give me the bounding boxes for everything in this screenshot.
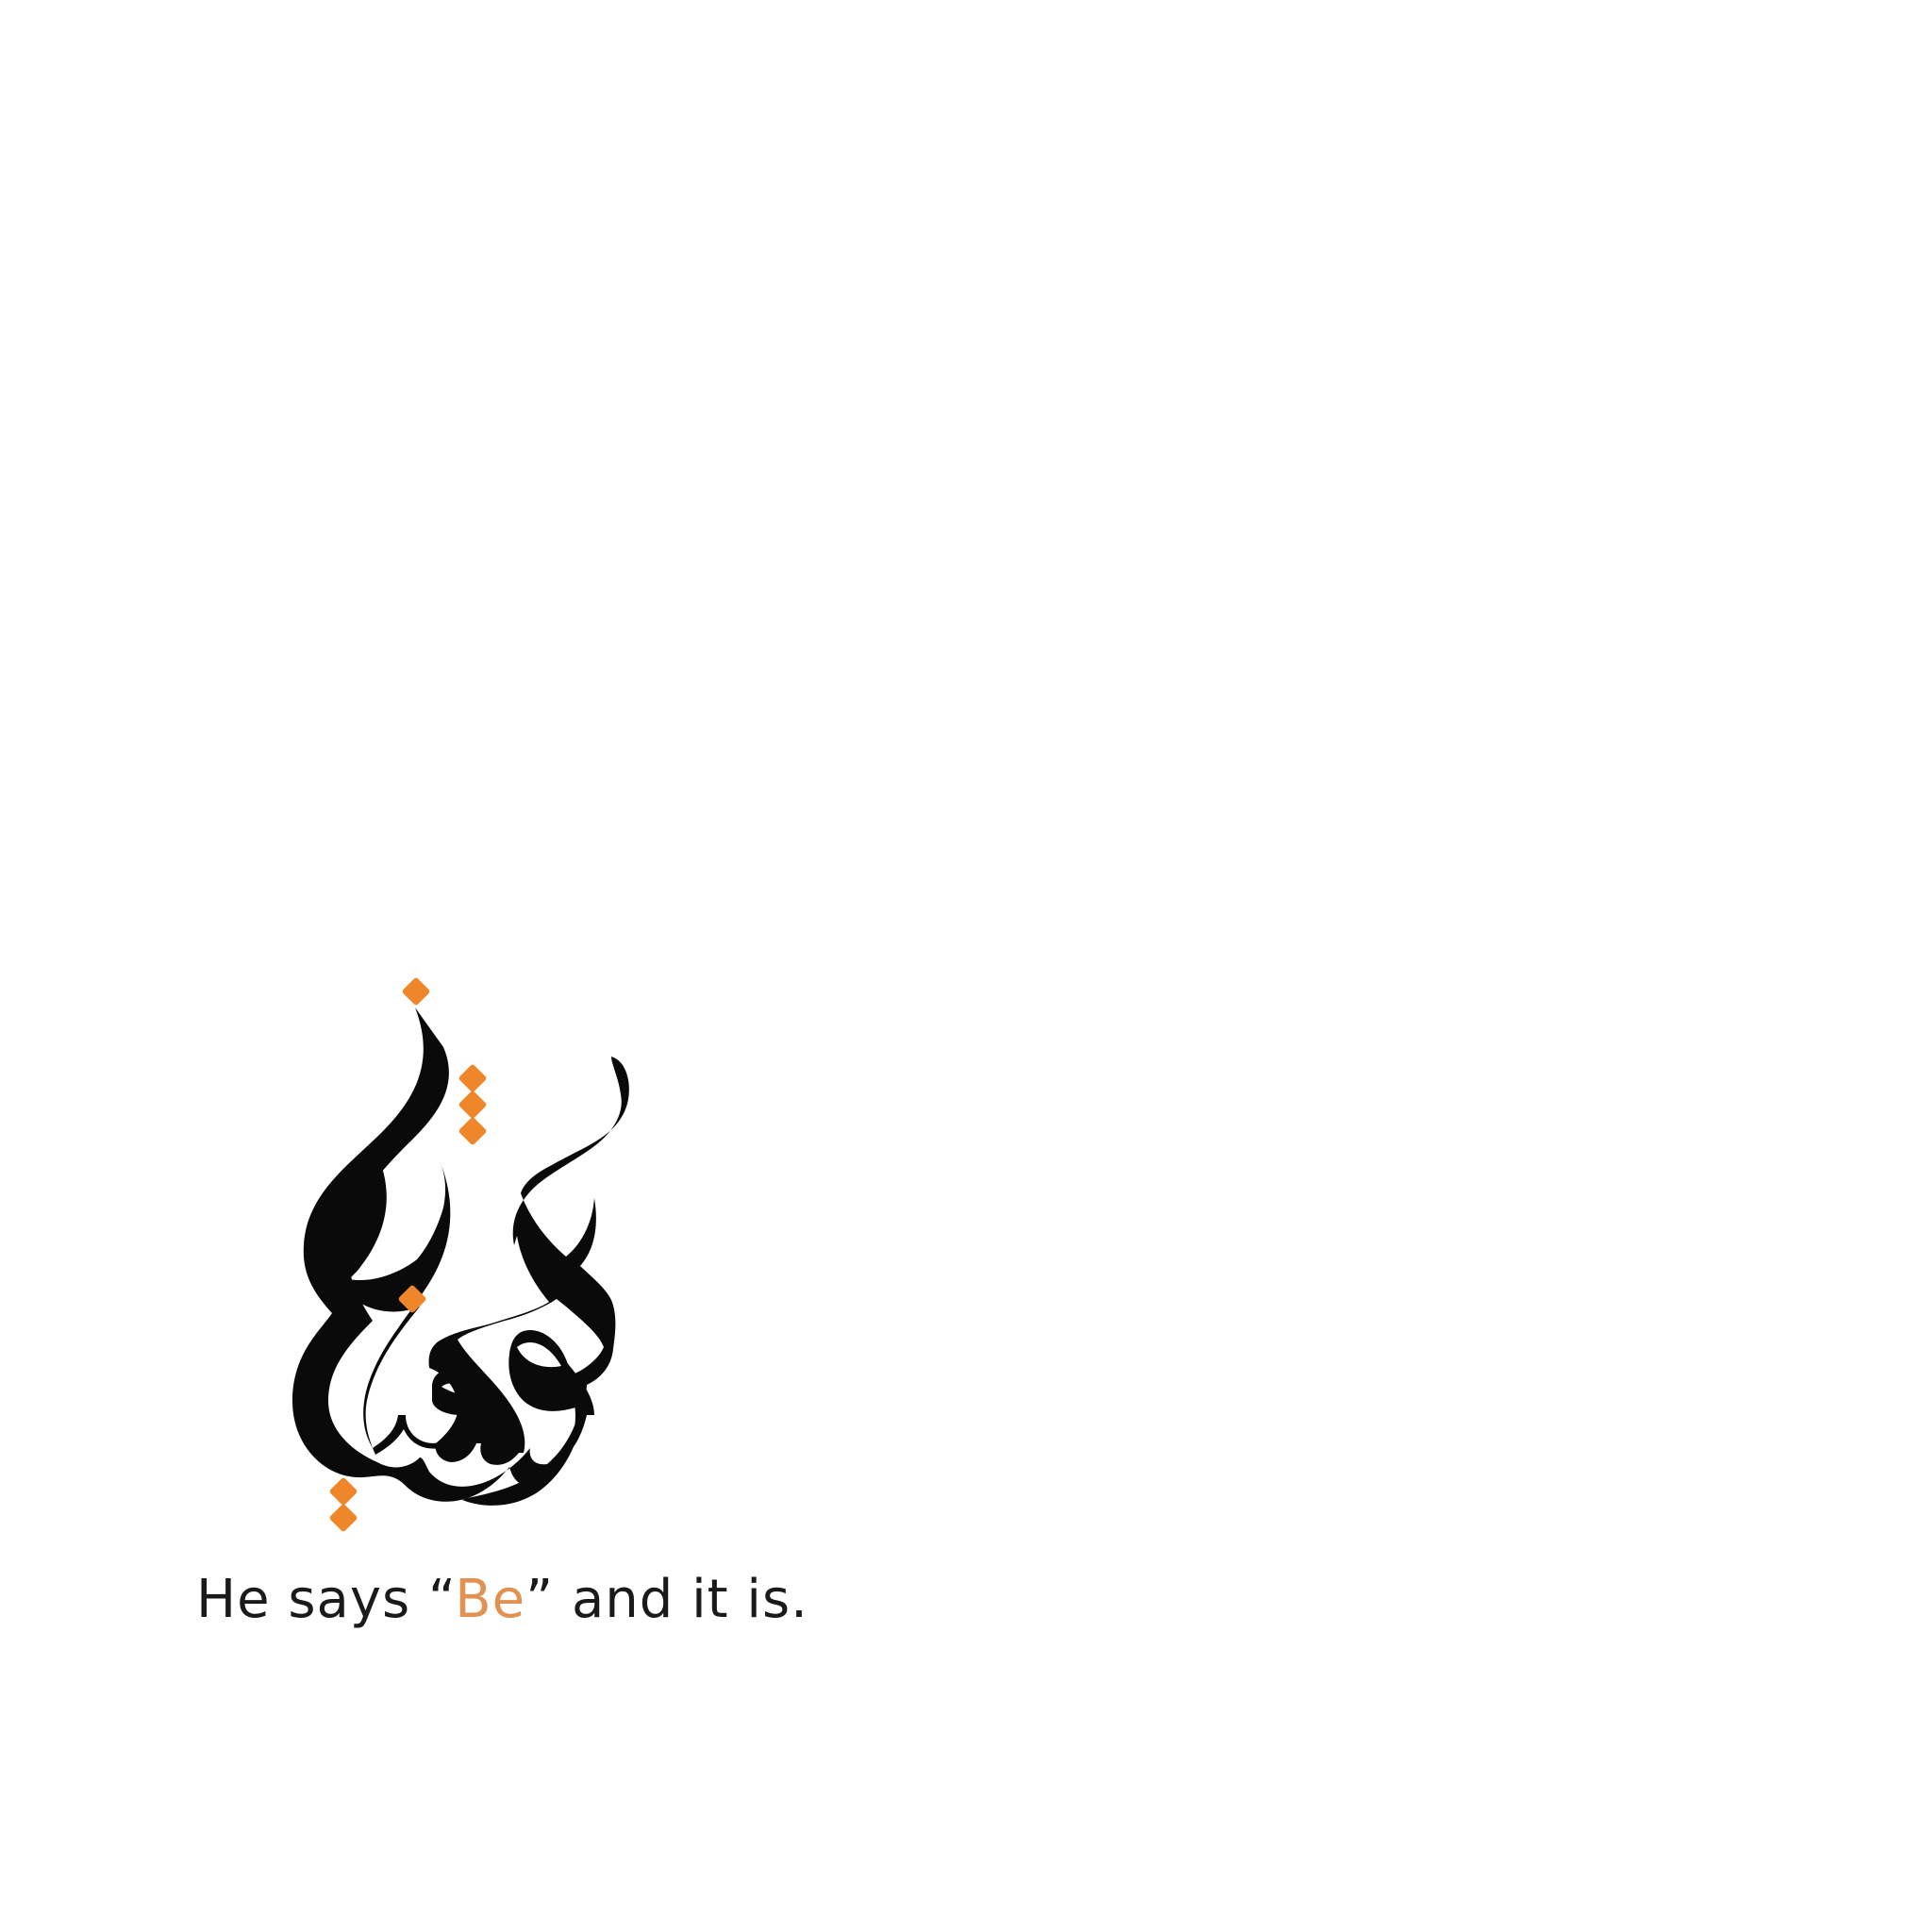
accent-dot xyxy=(398,1285,426,1313)
caption: He says “Be” and it is. xyxy=(196,1566,808,1634)
accent-dot xyxy=(402,977,430,1006)
accent-dot xyxy=(329,1477,358,1506)
calligraphy-ink-strokes xyxy=(292,1008,629,1506)
calligraphy-stroke xyxy=(517,1341,561,1368)
calligraphy-stroke xyxy=(428,1057,629,1506)
calligraphy-artwork xyxy=(292,977,629,1532)
caption-text-end: ” and it is. xyxy=(525,1569,808,1630)
accent-dot xyxy=(458,1117,487,1145)
calligraphy-stroke xyxy=(311,1151,477,1457)
caption-text-start: He says “ xyxy=(196,1569,456,1630)
caption-highlight: Be xyxy=(455,1569,526,1630)
accent-dot xyxy=(458,1091,487,1119)
accent-dot xyxy=(329,1504,358,1532)
calligraphy-stroke xyxy=(292,1008,594,1502)
accent-dot xyxy=(458,1064,487,1092)
calligraphy-dots xyxy=(329,977,487,1532)
